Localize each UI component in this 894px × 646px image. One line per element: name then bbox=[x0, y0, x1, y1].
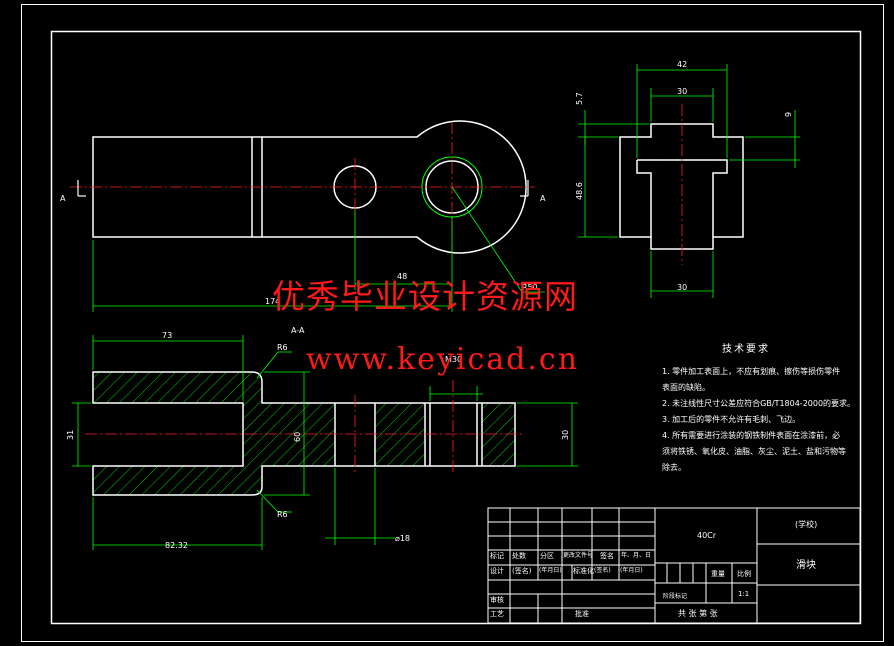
tb-material: 40Cr bbox=[697, 531, 717, 540]
tb-weight-label: 重量 bbox=[711, 570, 725, 578]
section-label-a-a: A-A bbox=[291, 326, 305, 335]
dim-73: 73 bbox=[162, 331, 172, 340]
drawing-inner-frame bbox=[50, 30, 862, 625]
tb-row4-c1: 工艺 bbox=[490, 610, 504, 618]
tb-row2-c2: (签名) bbox=[512, 567, 532, 575]
tb-row4-c2: 批准 bbox=[575, 610, 589, 618]
watermark-text-cn: 优秀毕业设计资源网 bbox=[272, 277, 578, 316]
dim-31: 31 bbox=[66, 430, 75, 440]
section-view-dimensions bbox=[72, 335, 578, 550]
dim-30-bottom: 30 bbox=[677, 283, 687, 292]
section-a-right: A bbox=[540, 194, 546, 203]
drawing-outer-frame bbox=[21, 4, 884, 642]
dim-5-7: 5.7 bbox=[575, 92, 584, 105]
tb-row1-c2: 处数 bbox=[512, 552, 526, 560]
dim-48: 48 bbox=[397, 272, 407, 281]
section-view-centerlines bbox=[85, 380, 525, 474]
dim-42: 42 bbox=[677, 60, 687, 69]
tb-row2-c1: 设计 bbox=[490, 567, 504, 575]
dim-9: 9 bbox=[784, 112, 793, 117]
dim-82-32: 82.32 bbox=[165, 541, 188, 550]
tb-row1-c4: 更改文件号 bbox=[563, 552, 594, 559]
tech-req-line-3: 2. 未注线性尺寸公差应符合GB/T1804-2000的要求。 bbox=[662, 399, 856, 408]
top-view-dimensions bbox=[92, 186, 545, 312]
tech-req-line-2: 表面的缺陷。 bbox=[662, 383, 710, 392]
top-view-centerlines bbox=[70, 122, 535, 252]
tb-scale-value: 1:1 bbox=[738, 590, 750, 598]
dim-d18: ⌀18 bbox=[395, 534, 410, 543]
side-view bbox=[619, 123, 744, 250]
tech-req-line-7: 除去。 bbox=[662, 463, 686, 472]
tech-req-line-1: 1. 零件加工表面上，不应有划痕、擦伤等损伤零件 bbox=[662, 367, 841, 376]
tech-req-line-5: 4. 所有需要进行涂装的钢铁制件表面在涂漆前，必 bbox=[662, 431, 841, 440]
tb-row2-c4: 标准化 bbox=[573, 567, 594, 575]
dim-30-section: 30 bbox=[561, 430, 570, 440]
watermark-url: www.keyicad.cn bbox=[306, 342, 580, 377]
dim-48-6: 48.6 bbox=[575, 182, 584, 200]
tb-row1-c6: 年、月、日 bbox=[621, 552, 652, 559]
dim-60: 60 bbox=[293, 432, 302, 442]
dim-30-top: 30 bbox=[677, 87, 687, 96]
tb-row3-c1: 审核 bbox=[490, 596, 504, 604]
tb-row2-c3: (年月日) bbox=[539, 567, 562, 574]
dim-174: 174 bbox=[265, 297, 280, 306]
side-view-dimensions bbox=[578, 64, 800, 298]
dim-r6-bottom: R6 bbox=[277, 510, 288, 519]
tb-row1-c3: 分区 bbox=[540, 552, 554, 560]
tech-req-line-6: 须将铁锈、氧化皮、油脂、灰尘、泥土、盐和污物等 bbox=[662, 447, 846, 456]
tech-req-title: 技术要求 bbox=[722, 344, 770, 355]
section-a-markers bbox=[77, 180, 529, 197]
title-block bbox=[487, 507, 861, 624]
tb-row1-c1: 标记 bbox=[490, 552, 504, 560]
tb-row2-c6: (年月日) bbox=[620, 567, 643, 574]
tb-part-name: 滑块 bbox=[796, 560, 816, 571]
dim-m30: M30 bbox=[445, 355, 462, 364]
dim-r50: R50 bbox=[522, 283, 538, 292]
tb-sheet-text: 共 张 第 张 bbox=[678, 609, 718, 618]
tb-school: (学校) bbox=[795, 520, 818, 529]
tb-row2-c5: (签名) bbox=[594, 567, 611, 574]
tb-scale-label: 比例 bbox=[737, 570, 751, 578]
tb-row1-c5: 签名 bbox=[600, 552, 614, 560]
dim-r6-top: R6 bbox=[277, 343, 288, 352]
section-a-left: A bbox=[60, 194, 66, 203]
tb-stage-label: 阶段标记 bbox=[663, 593, 688, 600]
section-view-outline bbox=[92, 371, 516, 496]
tech-req-line-4: 3. 加工后的零件不允许有毛刺、飞边。 bbox=[662, 415, 801, 424]
